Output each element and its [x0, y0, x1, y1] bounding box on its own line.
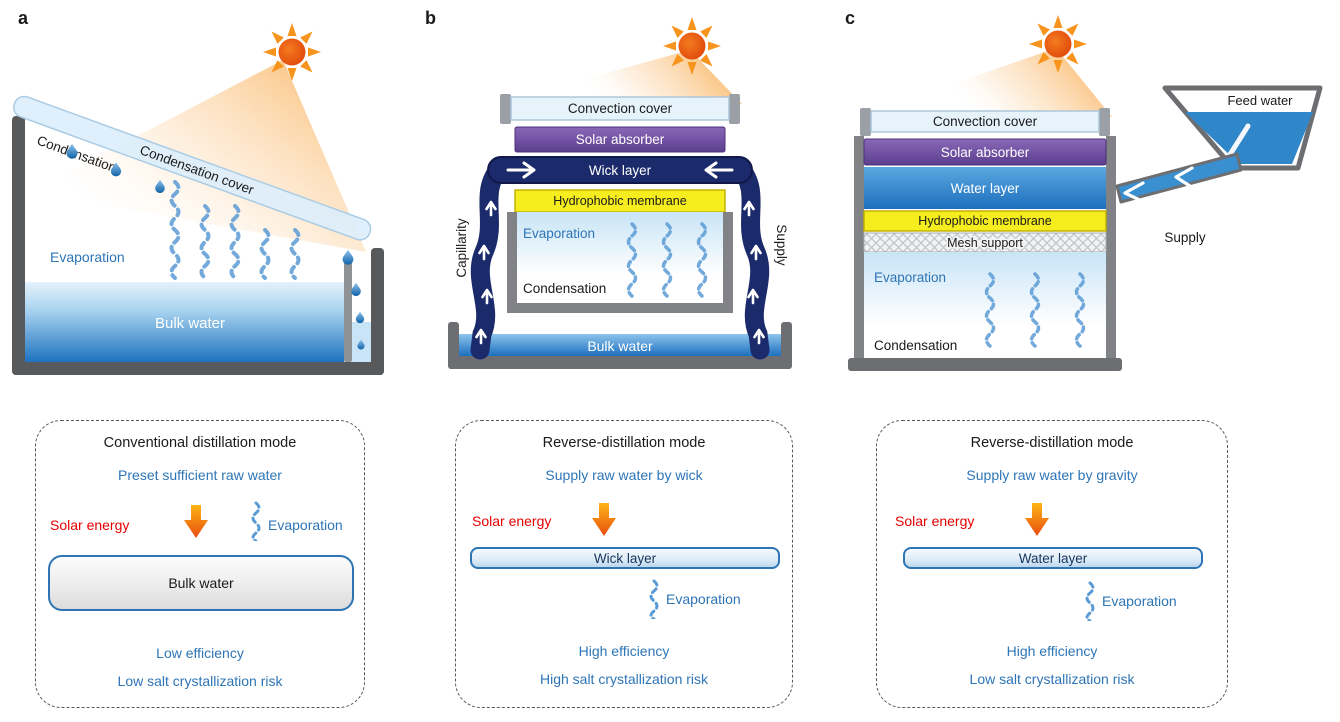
mode-title: Reverse-distillation mode — [542, 435, 706, 451]
solar-energy-label: Solar energy — [895, 513, 975, 529]
capillarity-label: Capillarity — [454, 218, 469, 278]
sunbeam — [870, 48, 1112, 117]
panel-label-c: c — [845, 8, 856, 28]
sunbeam — [508, 50, 742, 104]
water-layer: Water layer — [864, 167, 1106, 209]
supply-label: Supply — [1164, 230, 1206, 245]
mode-box-a: Conventional distillation mode Preset su… — [35, 420, 365, 708]
evaporation-waves — [169, 180, 301, 280]
evaporation-label: Evaporation — [666, 591, 741, 607]
wick-inflow-arrows — [506, 161, 734, 179]
bulk-water-label: Bulk water — [155, 315, 225, 332]
feed-water-container: Feed water — [1162, 85, 1323, 171]
right-support — [1106, 136, 1116, 254]
mode-box-c: Reverse-distillation mode Supply raw wat… — [876, 420, 1228, 708]
hydrophobic-membrane-label: Hydrophobic membrane — [553, 194, 686, 208]
evaporation-label: Evaporation — [523, 226, 595, 241]
water-layer-label: Water layer — [951, 181, 1020, 196]
mode-line-1: Low efficiency — [156, 645, 244, 661]
solar-energy-arrow-icon — [592, 503, 616, 536]
mode-line-2: High salt crystallization risk — [539, 671, 709, 687]
mode-line-2: Low salt crystallization risk — [969, 671, 1135, 687]
supply-spout — [1115, 152, 1243, 204]
evaporation-waves — [984, 272, 1086, 348]
mesh-support-label: Mesh support — [947, 236, 1023, 250]
basin — [12, 116, 384, 375]
bulk-water-bar: Bulk water — [48, 555, 354, 611]
solar-absorber: Solar absorber — [863, 138, 1107, 166]
convection-cover: Convection cover — [860, 108, 1110, 136]
mode-line-1: High efficiency — [1006, 643, 1098, 659]
evaporation-label: Evaporation — [268, 517, 343, 533]
basin — [448, 322, 792, 369]
mode-subtitle: Preset sufficient raw water — [118, 467, 282, 483]
solar-absorber-label: Solar absorber — [941, 145, 1030, 160]
mode-subtitle: Supply raw water by gravity — [966, 467, 1138, 483]
supply-label: Supply — [774, 224, 789, 266]
evaporation-waves — [626, 222, 708, 298]
hydrophobic-membrane: Hydrophobic membrane — [863, 210, 1107, 232]
condensation-label: Condensation — [874, 338, 957, 353]
evaporation-label: Evaporation — [874, 270, 946, 285]
mode-box-b: Reverse-distillation mode Supply raw wat… — [455, 420, 793, 708]
convection-cover-label: Convection cover — [568, 101, 673, 116]
solar-energy-label: Solar energy — [472, 513, 552, 529]
mode-title: Conventional distillation mode — [103, 435, 297, 451]
mode-title: Reverse-distillation mode — [970, 435, 1134, 451]
solar-energy-arrow-icon — [1025, 503, 1049, 536]
wick-layer-label: Wick layer — [589, 163, 652, 178]
convection-cover: Convection cover — [500, 94, 740, 124]
sun-icon — [663, 17, 721, 75]
solar-absorber-label: Solar absorber — [576, 132, 665, 147]
panel-label-b: b — [425, 8, 436, 28]
collector-wall — [344, 256, 352, 362]
diagram-a: Condensation cover Condensation Evaporat… — [12, 23, 384, 375]
feed-water-label: Feed water — [1227, 93, 1293, 108]
supply-arrows — [1123, 166, 1195, 204]
mode-line-1: High efficiency — [578, 643, 670, 659]
solar-absorber: Solar absorber — [514, 126, 726, 153]
panel-label-a: a — [18, 8, 29, 28]
evaporation-wave-icon — [649, 579, 659, 619]
bulk-water — [25, 282, 344, 362]
evaporation-wave-icon — [1085, 581, 1095, 621]
sun-icon — [1029, 15, 1087, 73]
solar-energy-arrow-icon — [184, 505, 208, 538]
mesh-support: Mesh support — [863, 232, 1107, 253]
condensation-chamber: Evaporation Condensation — [848, 252, 1122, 371]
condensation-label: Condensation — [523, 281, 606, 296]
condensation-chamber: Evaporation Condensation — [507, 212, 733, 313]
wick-layer: Wick layer — [487, 156, 753, 184]
hydrophobic-membrane-label: Hydrophobic membrane — [918, 214, 1051, 228]
water-layer-bar: Water layer — [903, 547, 1203, 569]
mode-line-2: Low salt crystallization risk — [117, 673, 283, 689]
solar-energy-label: Solar energy — [50, 517, 130, 533]
bulk-water-label: Bulk water — [587, 338, 653, 354]
diagram-c: Convection cover Solar absorber Water la… — [848, 15, 1323, 371]
evaporation-label: Evaporation — [50, 249, 125, 265]
evaporation-label: Evaporation — [1102, 593, 1177, 609]
sun-icon — [263, 23, 321, 81]
hydrophobic-membrane: Hydrophobic membrane — [514, 189, 726, 213]
evaporation-wave-icon — [251, 501, 261, 541]
diagram-b: Convection cover Solar absorber Wick lay… — [448, 17, 792, 369]
convection-cover-label: Convection cover — [933, 114, 1038, 129]
left-support — [854, 136, 864, 254]
bulk-water — [459, 334, 781, 356]
wick-layer-bar: Wick layer — [470, 547, 780, 569]
mode-subtitle: Supply raw water by wick — [545, 467, 703, 483]
